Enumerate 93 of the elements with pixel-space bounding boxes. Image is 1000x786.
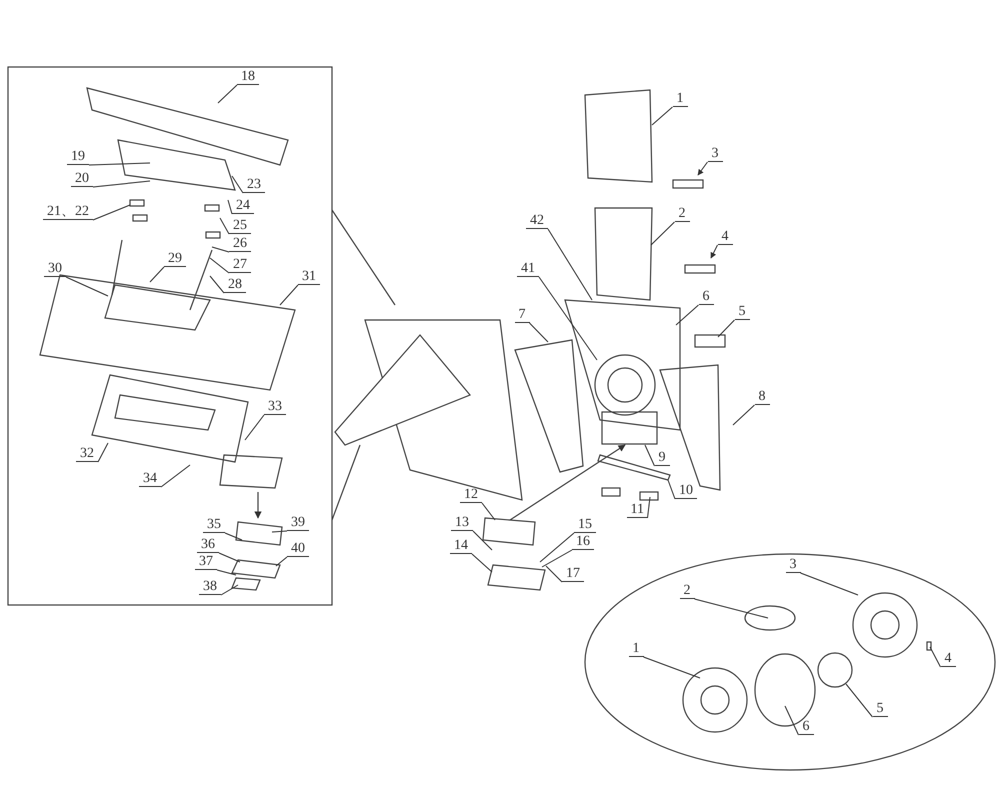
callout-number: 10: [675, 483, 697, 499]
callout-number: 20: [71, 171, 93, 187]
callout-number: 6: [798, 719, 814, 735]
callout-number: 39: [287, 515, 309, 531]
leader-line: [92, 180, 150, 188]
callout-number: 42: [526, 213, 548, 229]
callout-number: 5: [872, 701, 888, 717]
callout-number: 36: [197, 537, 219, 553]
leader-line: [224, 532, 242, 540]
leader-line: [216, 570, 236, 576]
callout-number: 29: [164, 251, 186, 267]
callout-number: 12: [460, 487, 482, 503]
callout-number: 11: [626, 502, 648, 518]
leader-line: [676, 304, 699, 326]
leader-line: [694, 598, 768, 618]
leader-line: [212, 246, 230, 252]
leader-line: [546, 566, 562, 582]
callout-number: 28: [224, 277, 246, 293]
leader-line: [800, 572, 858, 596]
callout-number: 35: [203, 517, 225, 533]
leader-line: [650, 222, 675, 246]
leader-line: [232, 176, 244, 194]
callout-number: 1: [628, 641, 644, 657]
callout-number: 9: [654, 450, 670, 466]
leader-line: [92, 204, 130, 220]
leader-line: [244, 414, 264, 440]
leader-line: [698, 162, 708, 176]
leader-line: [210, 258, 230, 274]
leader-line: [276, 556, 288, 566]
callout-number: 30: [44, 261, 66, 277]
leader-line: [472, 554, 492, 572]
callout-number: 14: [450, 538, 472, 554]
leader-line: [220, 584, 238, 596]
callout-number: 38: [199, 579, 221, 595]
leader-line: [643, 656, 700, 678]
leader-line: [540, 532, 574, 562]
leader-line: [210, 276, 224, 294]
callout-number: 17: [562, 566, 584, 582]
leader-line: [150, 266, 164, 282]
callout-number: 25: [229, 218, 251, 234]
callout-number: 37: [195, 554, 217, 570]
callout-number: 1: [672, 91, 688, 107]
leader-line: [218, 552, 240, 562]
callout-number: 2: [674, 206, 690, 222]
callout-number: 34: [139, 471, 161, 487]
leader-line: [66, 276, 108, 296]
leader-line: [228, 200, 232, 214]
leader-line: [732, 404, 755, 426]
leader-line: [272, 530, 288, 532]
leader-line: [280, 284, 298, 306]
leader-line: [538, 276, 598, 360]
callout-number: 6: [698, 289, 714, 305]
callout-number: 2: [680, 583, 694, 599]
leader-line: [542, 550, 572, 568]
callout-number: 19: [67, 149, 89, 165]
callout-number: 23: [243, 177, 265, 193]
leader-line: [718, 320, 735, 338]
leader-line: [930, 646, 941, 668]
leader-line: [472, 530, 492, 550]
callout-number: 18: [237, 69, 259, 85]
callout-number: 3: [786, 557, 800, 573]
callout-number: 13: [451, 515, 473, 531]
leader-line: [220, 218, 230, 234]
leader-line: [846, 684, 873, 718]
leader-line: [160, 464, 190, 488]
callout-number: 40: [287, 541, 309, 557]
callout-number: 4: [940, 651, 956, 667]
leader-line: [88, 162, 150, 166]
leader-line: [98, 442, 108, 462]
callout-number: 21、22: [43, 204, 93, 220]
leader-line: [482, 502, 496, 520]
leader-line: [652, 106, 673, 126]
callout-number: 27: [229, 257, 251, 273]
callout-number: 16: [572, 534, 594, 550]
leader-line: [710, 244, 718, 259]
leader-line: [647, 496, 650, 518]
callout-number: 31: [298, 269, 320, 285]
callout-number: 5: [734, 304, 750, 320]
callout-number: 33: [264, 399, 286, 415]
callout-number: 24: [232, 198, 254, 214]
leader-line: [218, 84, 238, 104]
callout-number: 8: [754, 389, 770, 405]
callout-number: 26: [229, 236, 251, 252]
callout-number: 32: [76, 446, 98, 462]
leader-line: [668, 480, 676, 500]
callout-number: 4: [718, 229, 732, 245]
leader-line: [529, 322, 548, 342]
callout-number: 7: [514, 307, 530, 323]
leader-line: [644, 444, 655, 466]
callout-number: 41: [517, 261, 539, 277]
callout-number: 15: [574, 517, 596, 533]
leader-line: [548, 228, 592, 300]
callout-number: 3: [708, 146, 722, 162]
